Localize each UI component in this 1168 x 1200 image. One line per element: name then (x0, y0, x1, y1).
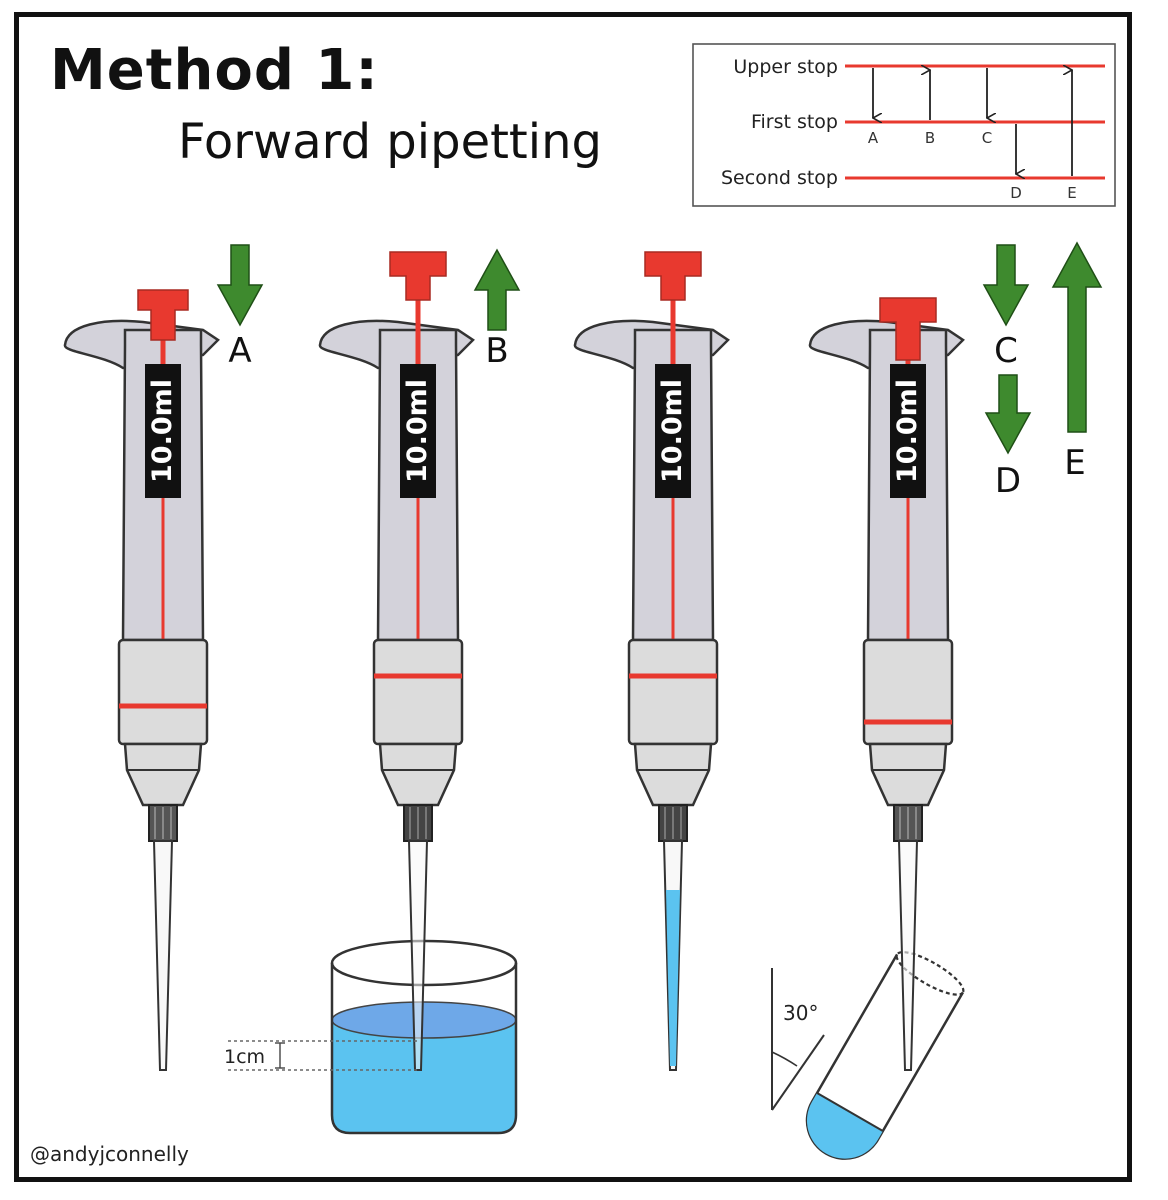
pipette-1: 10.0ml (63, 289, 220, 1071)
beaker-liquid (332, 1020, 516, 1133)
arrow-up-b (473, 248, 521, 331)
step-arrows: A B C D E (216, 241, 1103, 501)
plunger-button (137, 289, 189, 341)
legend-step-a: A (868, 129, 879, 147)
tip-liquid (666, 890, 680, 1066)
volume-label: 10.0ml (892, 379, 923, 483)
volume-label: 10.0ml (402, 379, 433, 483)
plunger-button (644, 251, 702, 301)
plunger-button (879, 297, 937, 361)
pipette-collar (117, 638, 209, 746)
angle-indicator: 30° (771, 968, 825, 1111)
tube-liquid (807, 1092, 883, 1159)
plunger-button (389, 251, 447, 301)
arrow-up-e (1051, 241, 1103, 433)
volume-label: 10.0ml (147, 379, 178, 483)
step-label-b: B (485, 331, 508, 371)
pipette-collar (862, 638, 954, 746)
step-label-e: E (1064, 443, 1085, 483)
arrow-down-a (216, 244, 264, 327)
volume-display (655, 364, 691, 498)
pipette-2: 10.0ml (318, 251, 475, 842)
tube-rim (895, 951, 965, 996)
pipette-3: 10.0ml (573, 251, 730, 1071)
author-credit: @andyjconnelly (30, 1142, 189, 1166)
legend-step-b: B (925, 129, 935, 147)
pipette-tip (407, 840, 429, 1071)
legend-upper-stop-label: Upper stop (733, 56, 838, 78)
liquid-surface (331, 1001, 517, 1039)
volume-label: 10.0ml (657, 379, 688, 483)
legend-step-e: E (1067, 184, 1076, 202)
pipette-collar (627, 638, 719, 746)
volume-display (145, 364, 181, 498)
legend-first-stop-label: First stop (751, 111, 838, 133)
volume-display (890, 364, 926, 498)
arrow-down-c (982, 244, 1030, 327)
beaker: 1cm (224, 840, 518, 1135)
pipette-collar (372, 638, 464, 746)
legend-step-d: D (1010, 184, 1022, 202)
volume-display (400, 364, 436, 498)
pipette-tip (152, 840, 174, 1071)
pipette-4: 10.0ml (808, 297, 965, 842)
step-label-d: D (995, 461, 1021, 501)
step-label-c: C (994, 331, 1018, 371)
pipette-tip (897, 840, 919, 1071)
stop-legend: Upper stop First stop Second stop A B C … (692, 43, 1116, 207)
legend-step-c: C (982, 129, 992, 147)
arrow-down-d (984, 374, 1032, 455)
page-subtitle: Forward pipetting (178, 114, 602, 170)
page-title: Method 1: (50, 38, 379, 103)
step-label-a: A (228, 331, 251, 371)
legend-second-stop-label: Second stop (721, 167, 838, 189)
angle-label: 30° (783, 1001, 818, 1025)
depth-label: 1cm (224, 1046, 265, 1068)
test-tube (805, 951, 965, 1160)
